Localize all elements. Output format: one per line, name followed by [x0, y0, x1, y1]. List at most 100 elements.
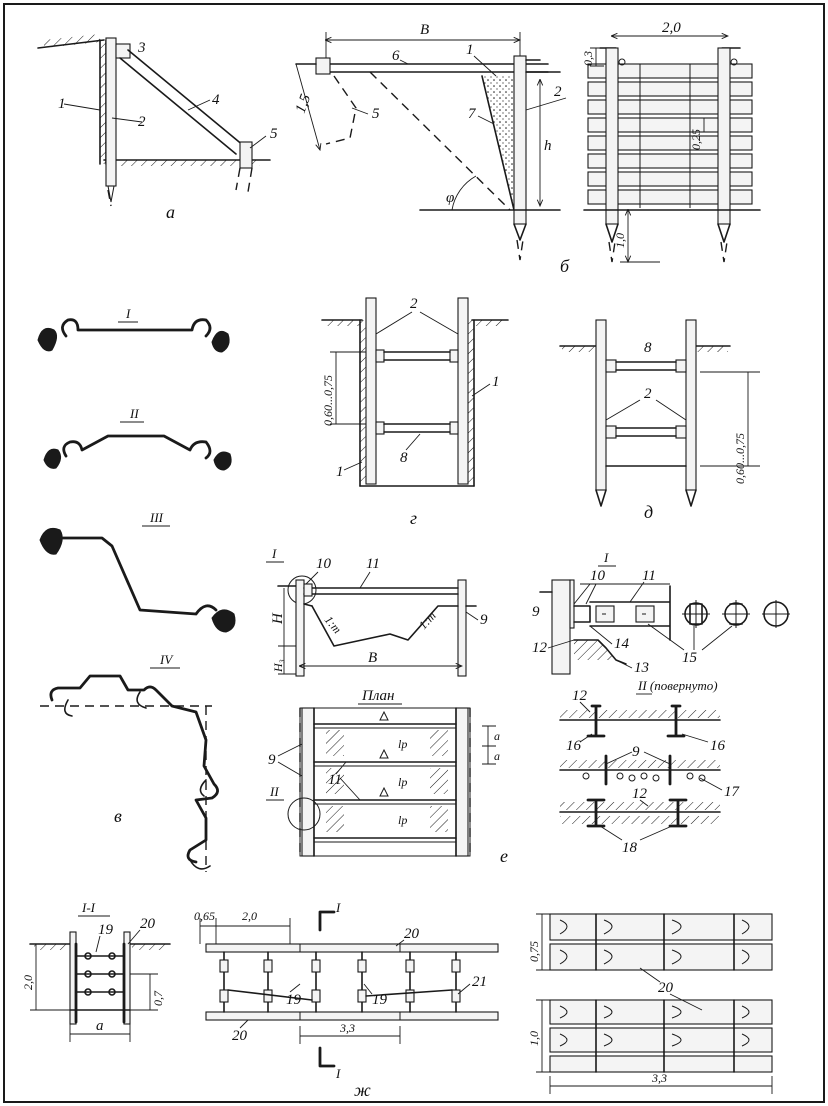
- fig-b-boards: [587, 63, 753, 205]
- fig-e-detail-II-title: II (повернуто): [637, 678, 718, 693]
- fig-e-detail-label-9: 9: [532, 604, 540, 620]
- fig-b-dim-1-5: 1,5: [293, 92, 315, 116]
- fig-b-label-1: 1: [466, 42, 474, 58]
- fig-zh-panel-dim-3-3: 3,3: [651, 1071, 667, 1085]
- fig-zh-side-label-19b: 19: [372, 992, 388, 1008]
- fig-e-section-glyphs: [682, 600, 790, 628]
- fig-b-caption: б: [560, 256, 570, 276]
- fig-b-dim-h: h: [544, 138, 552, 154]
- fig-e-detail-II-label-12a: 12: [572, 688, 588, 704]
- fig-zh-caption: ж: [354, 1080, 371, 1100]
- fig-e-detail-II-label-17: 17: [724, 784, 741, 800]
- fig-b-post-right: [717, 47, 731, 225]
- fig-e-detail-II-label-18: 18: [622, 840, 638, 856]
- fig-zh-panel-large: [549, 999, 773, 1073]
- fig-e-dim-H: H: [270, 612, 286, 625]
- fig-d-strut-lower: [615, 427, 677, 437]
- figure-zh-section: I-I 19 20 2,0 0,7 a: [21, 900, 171, 1042]
- sheet-frame: [3, 3, 825, 1103]
- fig-g-label-8: 8: [400, 450, 408, 466]
- fig-zh-section-label-20: 20: [140, 916, 156, 932]
- fig-zh-jacks: [219, 951, 461, 1013]
- fig-a-label-5: 5: [270, 126, 278, 142]
- fig-a-label-3: 3: [137, 40, 146, 56]
- fig-e-detail-label-13: 13: [634, 660, 649, 676]
- fig-e-dim-a-2: a: [494, 749, 500, 763]
- fig-e-dim-lp-1: lр: [398, 737, 407, 751]
- figure-b-section: B 1,5 h φ 6 1 5 7 2 б: [293, 22, 570, 276]
- fig-g-label-1-right: 1: [492, 374, 500, 390]
- fig-zh-side-label-19a: 19: [286, 992, 302, 1008]
- fig-e-detail-II-gravel: [582, 772, 706, 782]
- fig-e-caption: е: [500, 846, 508, 866]
- figure-a: 3 1 2 4 5 а: [37, 34, 278, 222]
- fig-e-label-11: 11: [366, 556, 380, 572]
- fig-e-soldier-left: [295, 579, 305, 677]
- fig-a-label-4: 4: [212, 92, 220, 108]
- fig-d-label-2: 2: [644, 386, 652, 402]
- fig-a-strut: [119, 49, 245, 155]
- figure-zh-side: 0,65 2,0 I 20 19 19 21 20 3,3 I ж: [194, 900, 499, 1100]
- fig-zh-section-dim-0-7: 0,7: [151, 990, 165, 1006]
- figure-e-detail-I: I 10 11 9 12 14 13 15: [532, 550, 790, 676]
- fig-g-strut-lower: [383, 423, 451, 433]
- fig-g-label-1-left: 1: [336, 464, 344, 480]
- fig-b-label-5: 5: [372, 106, 380, 122]
- fig-v-profile-IV: [49, 674, 219, 864]
- fig-b-dim-1-0: 1,0: [613, 233, 627, 248]
- fig-zh-side-roman-I-bottom: I: [335, 1066, 341, 1081]
- fig-a-caption: а: [166, 202, 175, 222]
- fig-zh-side-dim-0-65: 0,65: [194, 909, 215, 923]
- fig-e-strut: [303, 587, 459, 595]
- fig-v-profile-III: [58, 536, 218, 616]
- fig-a-sheeting: [100, 40, 106, 164]
- fig-a-label-1: 1: [58, 96, 66, 112]
- fig-e-detail-I-roman: I: [603, 550, 609, 565]
- fig-e-label-10: 10: [316, 556, 332, 572]
- fig-e-plan-roman-II: II: [269, 784, 279, 799]
- fig-b-dim-0-3: 0,3: [581, 51, 595, 66]
- fig-v-roman-II: II: [129, 406, 139, 421]
- fig-e-detail-label-11: 11: [642, 568, 656, 584]
- fig-e-plan-label-11: 11: [328, 772, 342, 788]
- fig-zh-section-label-19: 19: [98, 922, 114, 938]
- fig-d-label-8: 8: [644, 340, 652, 356]
- figure-zh-panels: 0,75 1,0 20 3,3: [527, 913, 773, 1094]
- fig-e-dim-lp-3: lр: [398, 813, 407, 827]
- fig-e-label-9: 9: [480, 612, 488, 628]
- fig-b-dim-0-25: 0,25: [689, 129, 703, 150]
- fig-zh-bottom-beam: [205, 1011, 499, 1021]
- fig-e-detail-II-label-12b: 12: [632, 786, 648, 802]
- fig-e-detail-II-label-16b: 16: [710, 738, 726, 754]
- fig-zh-side-dim-3-3: 3,3: [339, 1021, 355, 1035]
- fig-g-post-left: [365, 297, 377, 485]
- fig-v-profile-I: [61, 318, 212, 338]
- figure-g: 0,60...0,75 2 1 8 1 г: [321, 296, 509, 528]
- fig-e-dim-lp-2: lр: [398, 775, 407, 789]
- fig-b-label-2: 2: [554, 84, 562, 100]
- fig-a-post: [105, 37, 117, 187]
- fig-zh-section-title: I-I: [81, 900, 96, 915]
- fig-g-label-2: 2: [410, 296, 418, 312]
- fig-b-wale: [319, 63, 549, 73]
- fig-zh-side-roman-I-top: I: [335, 900, 341, 915]
- fig-d-post-right: [685, 319, 697, 491]
- fig-b-post-left: [605, 47, 619, 225]
- fig-e-dim-B: B: [368, 650, 377, 666]
- fig-e-roman-I: I: [271, 546, 277, 561]
- fig-g-strut-upper: [383, 351, 451, 361]
- fig-zh-panel-dim-0-75: 0,75: [527, 941, 541, 962]
- fig-zh-side-label-20-bottom: 20: [232, 1028, 248, 1044]
- fig-e-detail-label-15: 15: [682, 650, 698, 666]
- fig-e-detail-II-label-16a: 16: [566, 738, 582, 754]
- fig-zh-side-label-20-top: 20: [404, 926, 420, 942]
- fig-a-cleat: [115, 43, 131, 59]
- fig-g-post-right: [457, 297, 469, 485]
- fig-zh-side-label-21: 21: [472, 974, 487, 990]
- fig-a-stake: [239, 141, 253, 169]
- fig-zh-section-dim-2-0: 2,0: [21, 975, 35, 990]
- fig-e-dim-H3: H₃: [271, 659, 285, 673]
- figure-d: 0,60...0,75 8 2 д: [559, 319, 760, 522]
- fig-v-roman-I: I: [125, 306, 131, 321]
